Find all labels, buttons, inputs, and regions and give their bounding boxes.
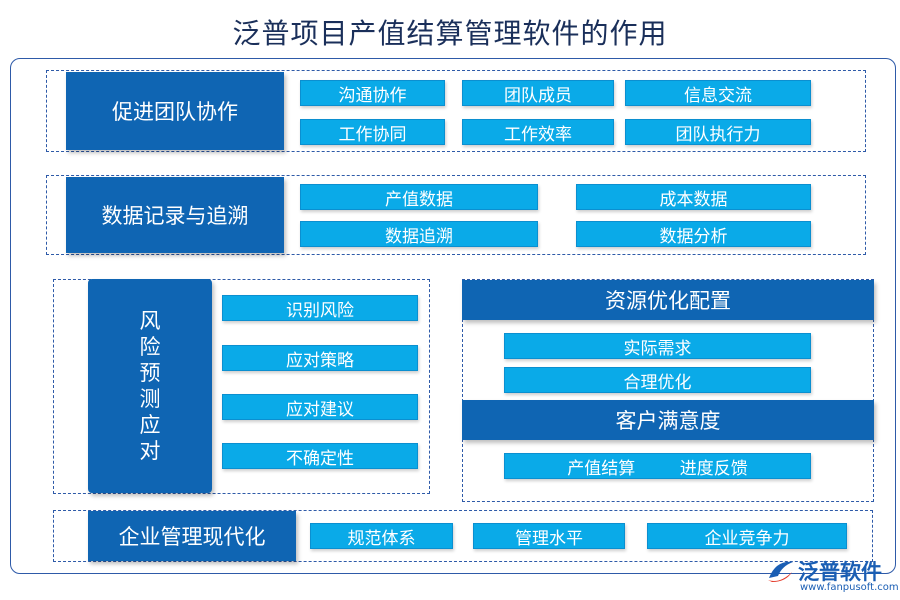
risk-item: 应对策略 xyxy=(222,345,418,371)
modern-item: 管理水平 xyxy=(473,523,625,549)
page-title: 泛普项目产值结算管理软件的作用 xyxy=(232,17,668,50)
team-heading: 促进团队协作 xyxy=(66,72,284,150)
modern-item: 企业竞争力 xyxy=(647,523,847,549)
modern-section xyxy=(53,510,873,562)
risk-heading-char: 险 xyxy=(139,335,161,359)
team-item: 团队执行力 xyxy=(625,119,811,145)
team-section xyxy=(46,70,866,152)
data-section xyxy=(46,175,866,255)
risk-heading: 风 险 预 测 应 对 xyxy=(88,279,212,493)
risk-item: 识别风险 xyxy=(222,295,418,321)
logo-text: 泛普软件 xyxy=(798,560,882,584)
modern-item: 规范体系 xyxy=(310,523,453,549)
resource-section xyxy=(462,279,874,502)
team-item: 工作协同 xyxy=(300,119,445,145)
brand-logo: 泛普软件 www.fanpusoft.com xyxy=(766,556,899,596)
team-item: 信息交流 xyxy=(625,80,811,106)
satisfaction-heading: 客户满意度 xyxy=(462,400,874,440)
risk-heading-char: 预 xyxy=(139,361,161,385)
fanpu-logo-icon xyxy=(768,561,793,582)
risk-item: 不确定性 xyxy=(222,443,418,469)
team-item: 团队成员 xyxy=(462,80,614,106)
satisfaction-item: 产值结算 xyxy=(567,458,636,479)
main-frame xyxy=(10,58,896,574)
risk-heading-char: 应 xyxy=(139,413,161,437)
resource-item: 合理优化 xyxy=(504,367,811,393)
team-item: 沟通协作 xyxy=(300,80,445,106)
risk-heading-char: 测 xyxy=(139,387,161,411)
team-item: 工作效率 xyxy=(462,119,614,145)
resource-heading: 资源优化配置 xyxy=(462,280,874,320)
risk-section xyxy=(53,279,430,494)
data-item: 成本数据 xyxy=(576,184,811,210)
risk-heading-char: 对 xyxy=(139,439,161,463)
risk-item: 应对建议 xyxy=(222,394,418,420)
data-item: 产值数据 xyxy=(300,184,538,210)
resource-item: 实际需求 xyxy=(504,333,811,359)
data-item: 数据分析 xyxy=(576,221,811,247)
logo-url: www.fanpusoft.com xyxy=(800,582,899,593)
risk-heading-char: 风 xyxy=(139,309,161,333)
satisfaction-items: 产值结算 进度反馈 xyxy=(504,453,811,479)
satisfaction-item: 进度反馈 xyxy=(679,458,748,479)
data-heading: 数据记录与追溯 xyxy=(66,177,284,253)
modern-heading: 企业管理现代化 xyxy=(88,511,296,561)
data-item: 数据追溯 xyxy=(300,221,538,247)
